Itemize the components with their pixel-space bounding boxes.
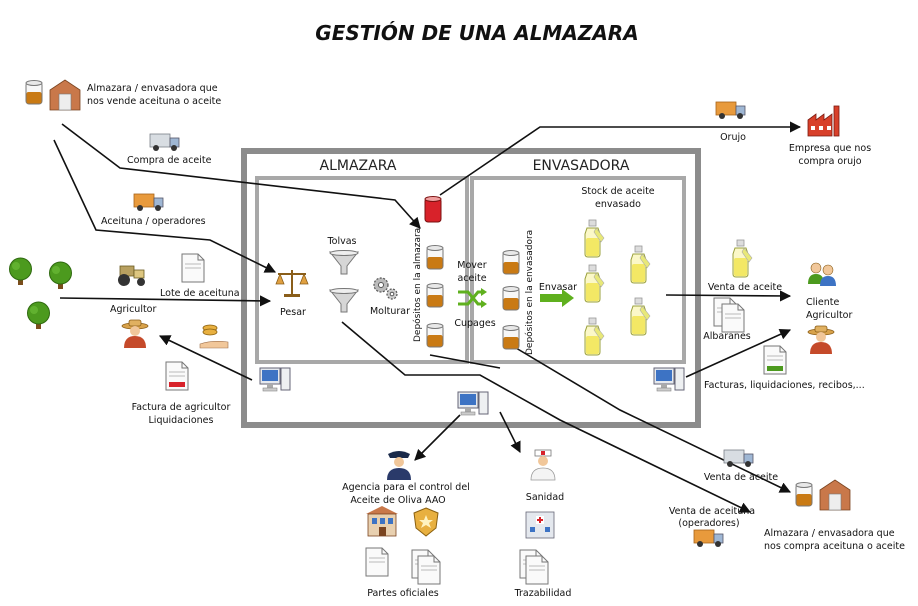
envasar-arrow-icon xyxy=(540,289,574,307)
section-envasadora: ENVASADORA xyxy=(533,158,630,174)
computer-icon xyxy=(653,367,685,392)
badge-icon xyxy=(413,507,439,537)
truck-icon xyxy=(149,133,180,152)
supplier-tank-icon xyxy=(25,80,43,105)
tree-icon xyxy=(49,261,72,290)
supplier-label-1: Almazara / envasadora que xyxy=(87,83,218,94)
factura-label-1: Factura de agricultor xyxy=(132,402,231,413)
warehouse-icon xyxy=(49,79,81,111)
nurse-icon xyxy=(530,449,556,481)
truck-icon xyxy=(723,449,754,468)
people-icon xyxy=(808,262,836,286)
invoice-document-icon xyxy=(165,361,189,391)
section-almazara: ALMAZARA xyxy=(320,158,397,174)
molturar-label: Molturar xyxy=(370,306,410,317)
oil-tank-icon xyxy=(426,323,444,348)
mover-label-1: Mover xyxy=(457,260,486,271)
bottle-icon xyxy=(630,245,651,284)
scale-icon xyxy=(275,270,309,297)
agricultor-label: Agricultor xyxy=(110,304,156,315)
document-icon xyxy=(417,555,441,585)
truck-icon xyxy=(715,101,746,120)
venta-aceite-label: Venta de aceite xyxy=(708,282,782,293)
oil-tank-icon xyxy=(795,482,813,507)
stock-label-1: Stock de aceite xyxy=(581,186,654,197)
red-tank-icon xyxy=(424,196,442,223)
cliente-label-1: Cliente xyxy=(806,297,840,308)
albaranes-label: Albaranes xyxy=(703,331,751,342)
farmer-icon xyxy=(807,325,835,355)
tractor-icon xyxy=(118,265,145,286)
envasar-label: Envasar xyxy=(539,282,577,293)
stock-label-2: envasado xyxy=(595,199,641,210)
orujo-label: Orujo xyxy=(720,132,746,143)
buyer-label-1: Almazara / envasadora que xyxy=(764,528,895,539)
depositos-envasadora-label: Depósitos en la envasadora xyxy=(524,230,535,355)
factory-icon xyxy=(807,105,840,137)
bottle-icon xyxy=(584,219,605,258)
almazara-box xyxy=(255,176,469,364)
diagram-title: GESTIÓN DE UNA ALMAZARA xyxy=(315,21,638,45)
computer-icon xyxy=(259,367,291,392)
truck-icon xyxy=(693,529,724,548)
shuffle-icon xyxy=(458,288,487,308)
oil-tank-icon xyxy=(502,250,520,275)
trazabilidad-label: Trazabilidad xyxy=(514,588,572,599)
main-frame xyxy=(241,148,701,428)
bottle-icon xyxy=(584,317,605,356)
tree-icon xyxy=(27,301,50,330)
facturas-label: Facturas, liquidaciones, recibos,... xyxy=(704,380,865,391)
factura-label-2: Liquidaciones xyxy=(149,415,214,426)
funnel-icon xyxy=(329,288,359,313)
funnel-icon xyxy=(329,250,359,275)
document-icon xyxy=(721,303,745,333)
lote-aceituna-label: Lote de aceituna xyxy=(160,288,240,299)
warehouse-icon xyxy=(819,479,851,511)
agencia-label-2: Aceite de Oliva AAO xyxy=(350,495,445,506)
supplier-label-2: nos vende aceituna o aceite xyxy=(87,96,221,107)
bottle-icon xyxy=(630,297,651,336)
empresa-label-1: Empresa que nos xyxy=(789,143,871,154)
bottle-icon xyxy=(732,239,753,278)
oil-tank-icon xyxy=(502,286,520,311)
farmer-icon xyxy=(121,319,149,349)
aceituna-operadores-label: Aceituna / operadores xyxy=(101,216,206,227)
gears-icon xyxy=(373,277,398,300)
envasadora-box xyxy=(470,176,686,364)
empresa-label-2: compra orujo xyxy=(798,156,861,167)
oil-tank-icon xyxy=(426,283,444,308)
police-icon xyxy=(387,451,411,480)
hospital-icon xyxy=(525,511,555,539)
coins-icon xyxy=(199,324,229,349)
building-icon xyxy=(366,506,398,537)
bottle-icon xyxy=(584,264,605,303)
document-icon xyxy=(763,345,787,375)
truck-icon xyxy=(133,193,164,212)
tolvas-label: Tolvas xyxy=(326,236,356,247)
document-icon xyxy=(365,547,389,577)
buyer-label-2: nos compra aceituna o aceite xyxy=(764,541,905,552)
oil-tank-icon xyxy=(426,245,444,270)
cupages-label: Cupages xyxy=(454,318,495,329)
flow-lines xyxy=(53,121,802,513)
partes-label: Partes oficiales xyxy=(367,588,439,599)
computer-icon xyxy=(457,391,489,416)
oil-tank-icon xyxy=(502,325,520,350)
pesar-label: Pesar xyxy=(280,307,306,318)
agencia-label-1: Agencia para el control del xyxy=(342,482,470,493)
compra-aceite-label: Compra de aceite xyxy=(127,155,212,166)
venta-aceite-2-label: Venta de aceite xyxy=(704,472,778,483)
sanidad-label: Sanidad xyxy=(526,492,564,503)
depositos-almazara-label: Depósitos en la almazara xyxy=(412,228,423,342)
venta-aceituna-label-2: (operadores) xyxy=(678,518,739,529)
venta-aceituna-label-1: Venta de aceituna xyxy=(669,506,755,517)
document-icon xyxy=(525,555,549,585)
cliente-label-2: Agricultor xyxy=(806,310,852,321)
document-icon xyxy=(181,253,205,283)
mover-label-2: aceite xyxy=(457,273,486,284)
tree-icon xyxy=(9,257,32,286)
